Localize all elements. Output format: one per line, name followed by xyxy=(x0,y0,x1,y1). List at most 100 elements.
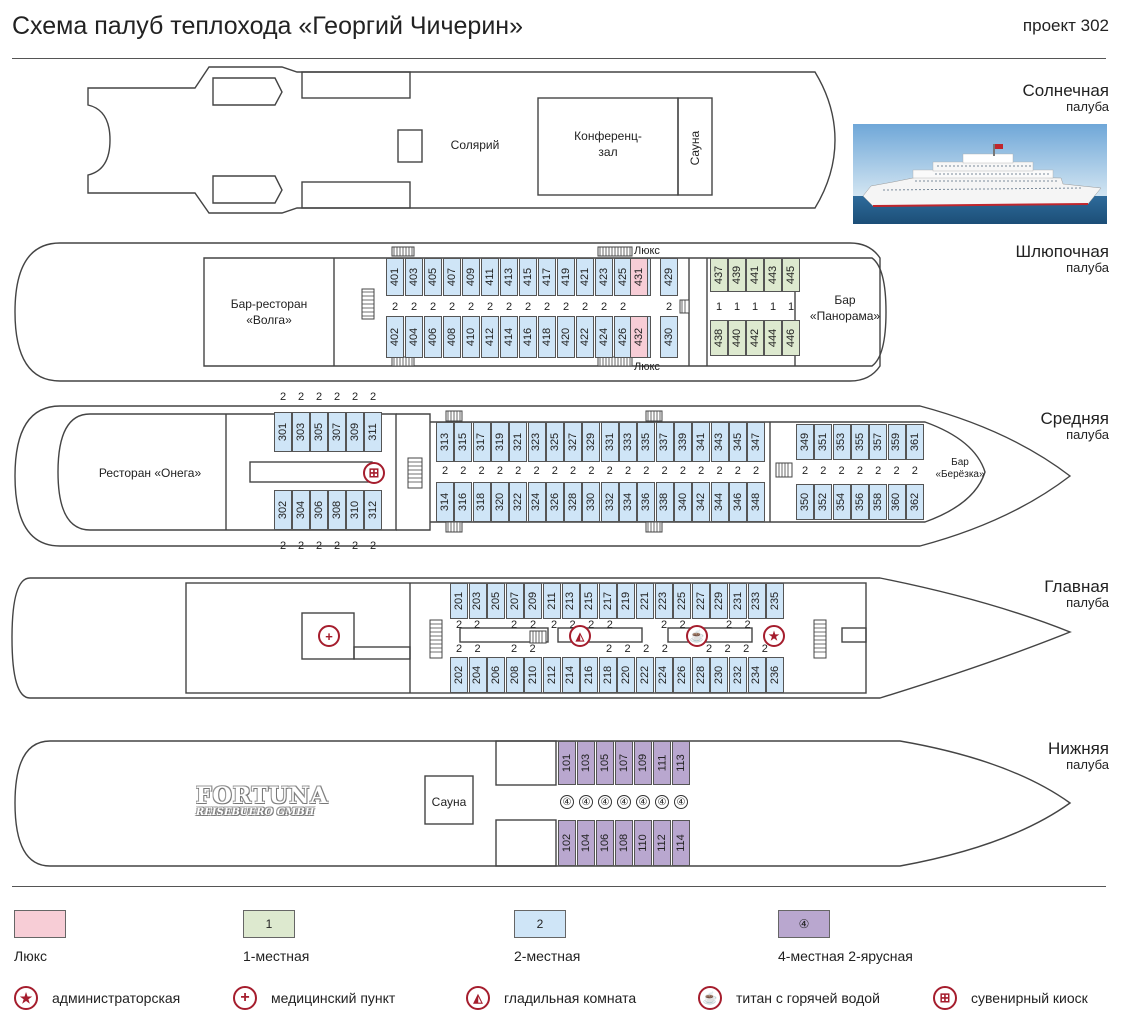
cabin[interactable]: 344 xyxy=(710,482,729,522)
cabin[interactable]: 343 xyxy=(710,422,729,462)
cabin[interactable]: 225 xyxy=(673,583,692,619)
cabin[interactable]: 101 xyxy=(558,741,576,785)
cabin[interactable]: 329 xyxy=(582,422,601,462)
cabin[interactable]: 357 xyxy=(869,424,888,460)
cabin[interactable]: 431 xyxy=(630,258,648,296)
cabin[interactable]: 419 xyxy=(557,258,575,296)
cabin[interactable]: 445 xyxy=(782,258,800,292)
cabin[interactable]: 205 xyxy=(487,583,506,619)
cabin[interactable]: 301 xyxy=(274,412,292,452)
cabin[interactable]: 337 xyxy=(655,422,674,462)
cabin[interactable]: 106 xyxy=(596,820,614,866)
cabin[interactable]: 103 xyxy=(577,741,595,785)
cabin[interactable]: 216 xyxy=(580,657,599,693)
cabin[interactable]: 442 xyxy=(746,320,764,356)
cabin[interactable]: 208 xyxy=(505,657,524,693)
cabin[interactable]: 218 xyxy=(598,657,617,693)
cabin[interactable]: 227 xyxy=(691,583,710,619)
cabin[interactable]: 316 xyxy=(454,482,473,522)
cabin[interactable]: 114 xyxy=(672,820,690,866)
cabin[interactable]: 308 xyxy=(328,490,346,530)
cabin[interactable]: 107 xyxy=(615,741,633,785)
cabin[interactable]: 202 xyxy=(450,657,468,693)
cabin[interactable]: 342 xyxy=(692,482,711,522)
cabin[interactable]: 408 xyxy=(443,316,461,358)
cabin[interactable]: 423 xyxy=(595,258,613,296)
cabin[interactable]: 417 xyxy=(538,258,556,296)
cabin[interactable]: 336 xyxy=(637,482,656,522)
cabin[interactable]: 104 xyxy=(577,820,595,866)
cabin[interactable]: 352 xyxy=(814,484,833,520)
cabin[interactable]: 411 xyxy=(481,258,499,296)
cabin[interactable]: 322 xyxy=(509,482,528,522)
cabin[interactable]: 328 xyxy=(564,482,583,522)
cabin[interactable]: 441 xyxy=(746,258,764,292)
cabin[interactable]: 312 xyxy=(364,490,382,530)
cabin[interactable]: 230 xyxy=(710,657,729,693)
cabin[interactable]: 110 xyxy=(634,820,652,866)
cabin[interactable]: 430 xyxy=(660,316,678,358)
cabin[interactable]: 324 xyxy=(527,482,546,522)
cabin[interactable]: 406 xyxy=(424,316,442,358)
cabin[interactable]: 345 xyxy=(728,422,747,462)
cabin[interactable]: 333 xyxy=(619,422,637,462)
cabin[interactable]: 234 xyxy=(747,657,766,693)
cabin[interactable]: 412 xyxy=(481,316,499,358)
cabin[interactable]: 418 xyxy=(538,316,556,358)
cabin[interactable]: 444 xyxy=(764,320,782,356)
cabin[interactable]: 339 xyxy=(673,422,692,462)
cabin[interactable]: 349 xyxy=(796,424,814,460)
cabin[interactable]: 303 xyxy=(292,412,310,452)
cabin[interactable]: 318 xyxy=(472,482,491,522)
cabin[interactable]: 221 xyxy=(636,583,654,619)
cabin[interactable]: 422 xyxy=(576,316,594,358)
cabin[interactable]: 206 xyxy=(487,657,506,693)
cabin[interactable]: 215 xyxy=(580,583,599,619)
cabin[interactable]: 111 xyxy=(653,741,671,785)
cabin[interactable]: 402 xyxy=(386,316,404,358)
cabin[interactable]: 437 xyxy=(710,258,728,292)
cabin[interactable]: 302 xyxy=(274,490,292,530)
cabin[interactable]: 439 xyxy=(728,258,746,292)
cabin[interactable]: 229 xyxy=(710,583,729,619)
cabin[interactable]: 415 xyxy=(519,258,537,296)
cabin[interactable]: 310 xyxy=(346,490,364,530)
cabin[interactable]: 105 xyxy=(596,741,614,785)
cabin[interactable]: 207 xyxy=(505,583,524,619)
cabin[interactable]: 214 xyxy=(561,657,580,693)
cabin[interactable]: 201 xyxy=(450,583,468,619)
cabin[interactable]: 338 xyxy=(655,482,674,522)
cabin[interactable]: 213 xyxy=(561,583,580,619)
cabin[interactable]: 410 xyxy=(462,316,480,358)
cabin[interactable]: 210 xyxy=(524,657,543,693)
cabin[interactable]: 353 xyxy=(832,424,851,460)
cabin[interactable]: 313 xyxy=(436,422,454,462)
cabin[interactable]: 334 xyxy=(619,482,637,522)
cabin[interactable]: 429 xyxy=(660,258,678,296)
cabin[interactable]: 424 xyxy=(595,316,613,358)
cabin[interactable]: 217 xyxy=(598,583,617,619)
cabin[interactable]: 360 xyxy=(887,484,906,520)
cabin[interactable]: 405 xyxy=(424,258,442,296)
cabin[interactable]: 235 xyxy=(766,583,785,619)
cabin[interactable]: 108 xyxy=(615,820,633,866)
cabin[interactable]: 358 xyxy=(869,484,888,520)
cabin[interactable]: 446 xyxy=(782,320,800,356)
cabin[interactable]: 335 xyxy=(637,422,656,462)
cabin[interactable]: 332 xyxy=(600,482,619,522)
cabin[interactable]: 317 xyxy=(472,422,491,462)
cabin[interactable]: 416 xyxy=(519,316,537,358)
cabin[interactable]: 102 xyxy=(558,820,576,866)
cabin[interactable]: 325 xyxy=(545,422,564,462)
cabin[interactable]: 319 xyxy=(490,422,509,462)
cabin[interactable]: 323 xyxy=(527,422,546,462)
cabin[interactable]: 231 xyxy=(729,583,747,619)
cabin[interactable]: 314 xyxy=(436,482,454,522)
cabin[interactable]: 311 xyxy=(364,412,382,452)
cabin[interactable]: 309 xyxy=(346,412,364,452)
cabin[interactable]: 224 xyxy=(654,657,673,693)
cabin[interactable]: 351 xyxy=(814,424,833,460)
cabin[interactable]: 407 xyxy=(443,258,461,296)
cabin[interactable]: 438 xyxy=(710,320,728,356)
cabin[interactable]: 421 xyxy=(576,258,594,296)
